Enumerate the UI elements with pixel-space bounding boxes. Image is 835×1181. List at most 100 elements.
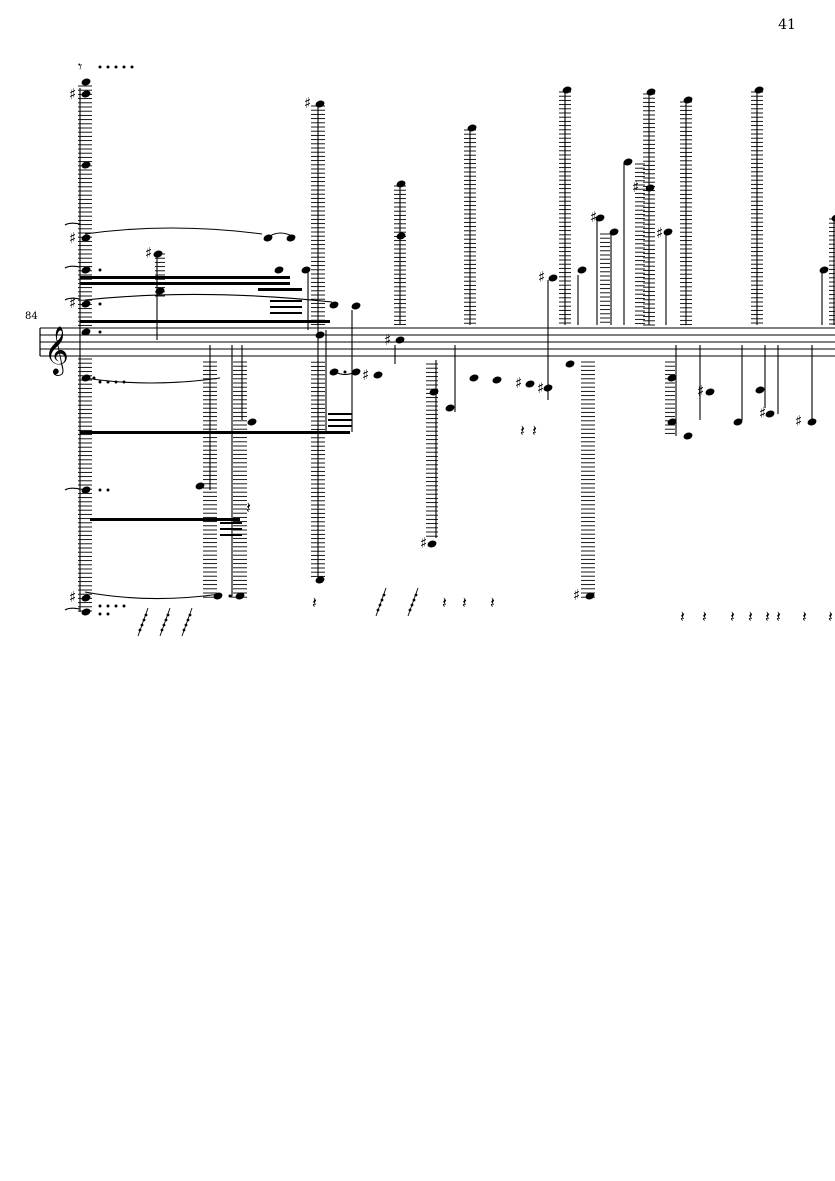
- notehead: [81, 594, 91, 602]
- grace-stem: [407, 587, 419, 617]
- quarter-rest-icon: 𝄽: [765, 607, 770, 626]
- notehead: [81, 266, 91, 274]
- notehead: [663, 228, 673, 236]
- augmentation-dot: [114, 65, 118, 69]
- sharp-icon: ♯: [537, 379, 544, 397]
- notehead: [235, 592, 245, 600]
- notehead: [351, 368, 361, 376]
- notehead: [492, 376, 502, 384]
- augmentation-dot: [98, 302, 102, 306]
- quarter-rest-icon: 𝄽: [680, 607, 685, 626]
- page-number: 41: [778, 17, 796, 33]
- sharp-icon: ♯: [384, 331, 391, 349]
- quarter-rest-icon: 𝄽: [802, 607, 807, 626]
- notehead: [81, 300, 91, 308]
- sharp-icon: ♯: [69, 588, 76, 606]
- notehead: [548, 274, 558, 282]
- augmentation-dot: [122, 604, 126, 608]
- measure-number: 84: [25, 311, 38, 322]
- augmentation-dot: [98, 612, 102, 616]
- notehead: [565, 360, 575, 368]
- augmentation-dot: [98, 268, 102, 272]
- notehead: [329, 368, 339, 376]
- quarter-rest-icon: 𝄽: [442, 593, 447, 612]
- notehead: [683, 96, 693, 104]
- notehead: [754, 86, 764, 94]
- quarter-rest-icon: 𝄽: [462, 593, 467, 612]
- notehead: [705, 388, 715, 396]
- notehead: [667, 418, 677, 426]
- notehead: [667, 374, 677, 382]
- augmentation-dot: [106, 65, 110, 69]
- notehead: [396, 232, 406, 240]
- notehead: [351, 302, 361, 310]
- notehead: [595, 214, 605, 222]
- notehead: [81, 486, 91, 494]
- notehead: [247, 418, 257, 426]
- notehead: [373, 371, 383, 379]
- accidentals: ♯♯♯♯♯♯♯♯♯♯♯♯♯♯♯♯♯♯♯: [69, 85, 802, 606]
- notehead: [153, 250, 163, 258]
- notehead: [81, 90, 91, 98]
- notehead: [315, 576, 325, 584]
- treble-clef-icon: 𝄞: [44, 325, 69, 376]
- notehead: [469, 374, 479, 382]
- notehead: [315, 100, 325, 108]
- staff: [39, 327, 835, 357]
- notehead: [562, 86, 572, 94]
- notehead: [445, 404, 455, 412]
- stems: [79, 88, 835, 612]
- notehead: [683, 432, 693, 440]
- grace-stem: [181, 607, 193, 637]
- notehead: [819, 266, 829, 274]
- notehead: [195, 482, 205, 490]
- sharp-icon: ♯: [69, 294, 76, 312]
- quarter-rest-icon: 𝄽: [702, 607, 707, 626]
- notehead: [577, 266, 587, 274]
- notehead: [543, 384, 553, 392]
- notehead: [286, 234, 296, 242]
- augmentation-dot: [122, 65, 126, 69]
- rests: 𝄽𝄽𝄽𝄽𝄽𝄽𝄽𝄽𝄽𝄽𝄽𝄽𝄽𝄽𝄽: [246, 421, 833, 626]
- notehead: [81, 161, 91, 169]
- beams: [80, 276, 352, 536]
- augmentation-dot: [106, 488, 110, 492]
- noteheads: [81, 78, 835, 616]
- notehead: [395, 336, 405, 344]
- notehead: [807, 418, 817, 426]
- notehead: [263, 234, 273, 242]
- augmentation-dot: [228, 594, 232, 598]
- quarter-rest-icon: 𝄽: [828, 607, 833, 626]
- augmentation-dot: [114, 604, 118, 608]
- quarter-rest-icon: 𝄽: [532, 421, 537, 440]
- grace-stem: [159, 607, 171, 637]
- notehead: [646, 88, 656, 96]
- sharp-icon: ♯: [304, 94, 311, 112]
- sharp-icon: ♯: [759, 404, 766, 422]
- quarter-rest-icon: 𝄽: [730, 607, 735, 626]
- quarter-rest-icon: 𝄽: [520, 421, 525, 440]
- notehead: [396, 180, 406, 188]
- notehead: [733, 418, 743, 426]
- notehead: [81, 234, 91, 242]
- notehead: [525, 380, 535, 388]
- notehead: [301, 266, 311, 274]
- notehead: [213, 592, 223, 600]
- sharp-icon: ♯: [362, 366, 369, 384]
- notehead: [81, 78, 91, 86]
- notehead: [467, 124, 477, 132]
- eighth-rest-icon: 𝄾: [78, 57, 82, 76]
- sharp-icon: ♯: [795, 412, 802, 430]
- augmentation-dot: [98, 604, 102, 608]
- augmentation-dot: [114, 380, 118, 384]
- augmentation-dot: [106, 604, 110, 608]
- dots: [92, 65, 419, 637]
- quarter-rest-icon: 𝄽: [776, 607, 781, 626]
- augmentation-dot: [92, 376, 96, 380]
- sharp-icon: ♯: [697, 382, 704, 400]
- notehead: [155, 287, 165, 295]
- sharp-icon: ♯: [69, 85, 76, 103]
- notehead: [623, 158, 633, 166]
